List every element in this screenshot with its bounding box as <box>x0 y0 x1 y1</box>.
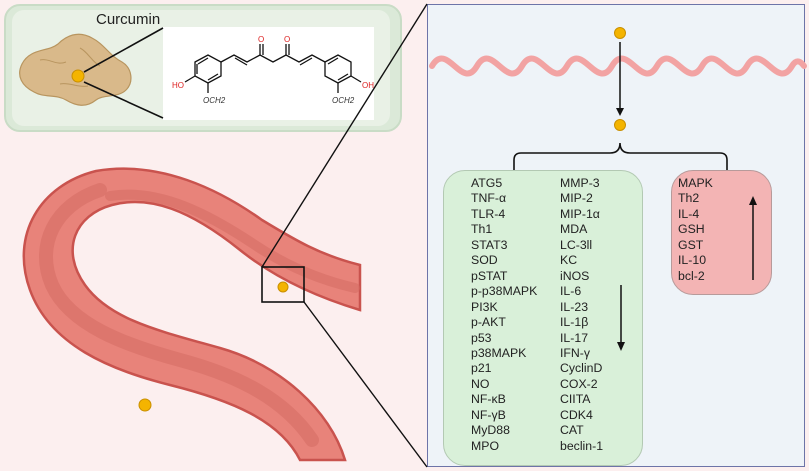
list-item: iNOS <box>560 268 590 283</box>
bracket <box>513 142 728 170</box>
list-item: NF-κB <box>471 392 506 407</box>
curcumin-label: Curcumin <box>96 11 161 28</box>
oxygen-label-2: O <box>284 35 290 44</box>
list-item: pSTAT <box>471 268 508 283</box>
list-item: IL-23 <box>560 299 589 314</box>
curcumin-dot-intestine <box>138 398 152 412</box>
methoxy-left: OCH2 <box>203 96 226 105</box>
list-item: GST <box>678 237 704 252</box>
list-item: TNF-α <box>471 191 507 206</box>
curcumin-dot-zoom <box>277 281 289 293</box>
list-item: MMP-3 <box>560 176 600 190</box>
list-item: CAT <box>560 423 584 438</box>
curcumin-dot-root <box>71 69 85 83</box>
list-item: IL-4 <box>678 206 700 221</box>
list-item: p21 <box>471 361 492 376</box>
list-item: IL-10 <box>678 253 707 268</box>
list-item: MIP-2 <box>560 191 593 206</box>
list-item: MIP-1α <box>560 206 600 221</box>
list-item: ATG5 <box>471 176 503 190</box>
list-item: p-p38MAPK <box>471 284 538 299</box>
list-item: Th1 <box>471 222 493 237</box>
list-item: p-AKT <box>471 315 506 330</box>
list-item: STAT3 <box>471 237 508 252</box>
list-item: CyclinD <box>560 361 603 376</box>
hydroxyl-right: OH <box>362 81 374 90</box>
turmeric-root <box>19 33 132 106</box>
entry-arrow-head <box>616 108 624 116</box>
cell-membrane <box>429 55 807 77</box>
list-item: IL-17 <box>560 330 589 345</box>
list-item: IL-1β <box>560 315 589 330</box>
callout-line-top <box>83 27 164 73</box>
curcumin-molecule <box>184 44 362 93</box>
list-item: IL-6 <box>560 284 582 299</box>
zoom-line-top <box>261 3 428 268</box>
list-item: TLR-4 <box>471 206 506 221</box>
list-item: bcl-2 <box>678 268 705 283</box>
list-item: SOD <box>471 253 498 268</box>
list-item: MAPK <box>678 176 713 190</box>
zoom-line-bottom <box>303 301 428 468</box>
intestine <box>22 167 362 462</box>
list-item: MPO <box>471 438 500 453</box>
list-item: GSH <box>678 222 705 237</box>
list-item: IFN-γ <box>560 345 591 360</box>
curcumin-dot-outside <box>614 27 626 39</box>
list-item: KC <box>560 253 578 268</box>
list-item: MyD88 <box>471 423 510 438</box>
list-item: LC-3ll <box>560 237 593 252</box>
curcumin-dot-inside <box>614 119 626 131</box>
list-item: COX-2 <box>560 376 598 391</box>
callout-line-bottom <box>83 81 164 119</box>
up-arrow-head <box>749 196 757 205</box>
list-item: p38MAPK <box>471 345 527 360</box>
list-item: beclin-1 <box>560 438 604 453</box>
list-item: NF-γB <box>471 407 506 422</box>
upregulated-box <box>671 170 772 295</box>
list-item: NO <box>471 376 490 391</box>
oxygen-label-1: O <box>258 35 264 44</box>
zoom-box <box>261 266 305 303</box>
list-item: p53 <box>471 330 492 345</box>
molecule-structure-box <box>163 27 374 120</box>
list-item: MDA <box>560 222 588 237</box>
hydroxyl-left: HO <box>172 81 184 90</box>
methoxy-right: OCH2 <box>332 96 355 105</box>
downregulated-box <box>443 170 643 466</box>
list-item: CDK4 <box>560 407 593 422</box>
list-item: Th2 <box>678 191 700 206</box>
list-item: CIITA <box>560 392 591 407</box>
list-item: PI3K <box>471 299 498 314</box>
down-arrow-head <box>617 342 625 351</box>
